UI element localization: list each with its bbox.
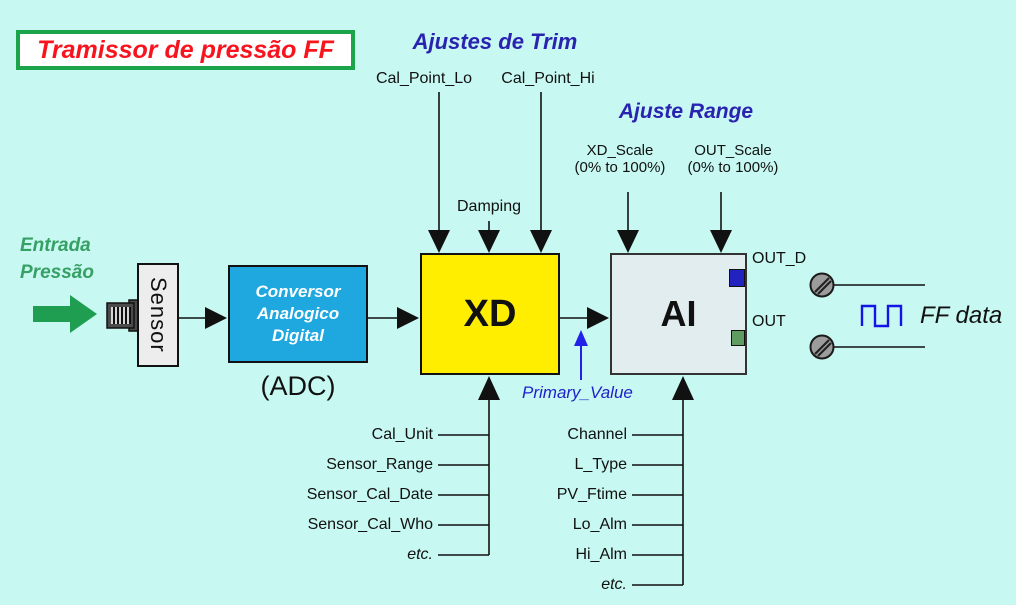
adc-block-label: Conversor Analogico Digital <box>255 281 340 347</box>
xd-param-item: Cal_Unit <box>371 426 433 443</box>
adc-label-line1: Conversor <box>255 282 341 301</box>
ai-param-arrowhead-icon <box>672 376 694 400</box>
ai-param-item: etc. <box>601 576 627 593</box>
process-fitting-icon <box>106 299 142 332</box>
ai-param-lines <box>632 380 684 586</box>
primary-value-arrow-icon <box>574 330 588 380</box>
xd-scale-pct-label: (0% to 100%) <box>574 159 666 176</box>
pressure-input-line2: Pressão <box>20 262 94 283</box>
out-d-label: OUT_D <box>752 250 807 267</box>
out-port-icon <box>731 330 745 346</box>
adc-label-line2: Analogico <box>256 304 340 323</box>
ai-param-list: Channel L_Type PV_Ftime Lo_Alm Hi_Alm et… <box>427 420 627 600</box>
adc-caption: (ADC) <box>260 371 336 401</box>
primary-value-label: Primary_Value <box>522 383 633 402</box>
pressure-input-line1: Entrada <box>20 235 91 256</box>
xd-scale-label: XD_Scale <box>586 142 654 159</box>
ai-block: AI <box>610 253 747 375</box>
flow-arrowheads-icon <box>205 307 609 329</box>
digital-signal-icon <box>860 304 903 328</box>
xd-param-arrowhead-icon <box>478 376 500 400</box>
terminal-out-icon <box>809 334 925 360</box>
adc-block: Conversor Analogico Digital <box>228 265 368 363</box>
out-scale-label: OUT_Scale <box>694 142 772 159</box>
out-d-port-icon <box>729 269 745 287</box>
ai-block-label: AI <box>660 293 697 334</box>
xd-param-item: Sensor_Cal_Date <box>306 486 433 503</box>
diagram-title: Tramissor de pressão FF <box>16 30 355 70</box>
ai-param-item: L_Type <box>574 456 627 473</box>
sensor-block-label: Sensor <box>146 277 171 353</box>
trim-heading: Ajustes de Trim <box>412 29 578 54</box>
ai-param-item: Channel <box>567 426 627 443</box>
xd-block-label: XD <box>463 292 517 335</box>
trim-arrowheads-icon <box>428 230 552 253</box>
cal-point-hi-label: Cal_Point_Hi <box>501 70 595 87</box>
xd-block: XD <box>420 253 560 375</box>
damping-label: Damping <box>456 198 522 215</box>
terminal-out-d-icon <box>809 272 925 298</box>
range-arrowheads-icon <box>617 230 732 253</box>
xd-param-lines <box>438 380 490 556</box>
ai-param-item: Hi_Alm <box>575 546 627 563</box>
ff-data-label: FF data <box>920 302 1003 329</box>
xd-param-item: Sensor_Range <box>326 456 433 473</box>
ai-param-item: PV_Ftime <box>556 486 627 503</box>
xd-param-list: Cal_Unit Sensor_Range Sensor_Cal_Date Se… <box>233 420 433 570</box>
out-label: OUT <box>752 313 786 330</box>
range-heading: Ajuste Range <box>618 100 754 123</box>
ai-param-item: Lo_Alm <box>572 516 627 533</box>
pressure-arrow-icon <box>33 295 97 333</box>
pressure-input-label: Entrada Pressão <box>20 232 94 286</box>
out-scale-label-group: OUT_Scale (0% to 100%) <box>658 142 808 176</box>
cal-point-lo-label: Cal_Point_Lo <box>375 70 473 87</box>
sensor-block: Sensor <box>137 263 179 367</box>
xd-param-item: Sensor_Cal_Who <box>307 516 433 533</box>
diagram-title-text: Tramissor de pressão FF <box>37 35 334 64</box>
out-scale-pct-label: (0% to 100%) <box>687 159 779 176</box>
xd-scale-label-group: XD_Scale (0% to 100%) <box>545 142 695 176</box>
range-input-lines <box>627 192 722 232</box>
adc-label-line3: Digital <box>272 326 324 345</box>
xd-param-item: etc. <box>407 546 433 563</box>
